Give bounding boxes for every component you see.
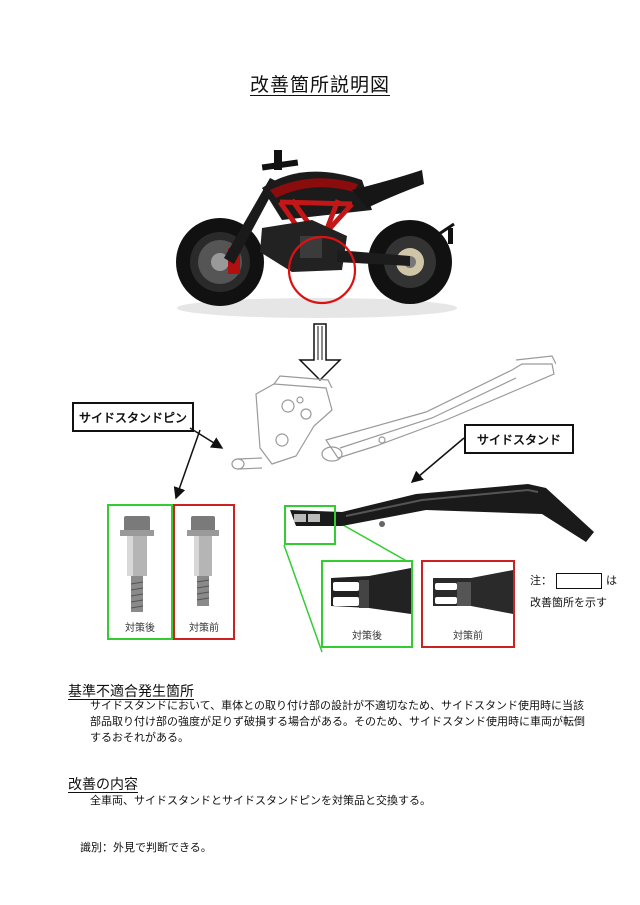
side-stand-photo: [290, 484, 594, 542]
stand-after-panel: 対策後: [321, 560, 413, 648]
motorcycle-image: [162, 140, 467, 322]
pin-after-panel: 対策後: [107, 504, 173, 640]
page-title: 改善箇所説明図: [249, 74, 390, 96]
stand-assembly-drawing: [231, 355, 556, 470]
callout-side-stand-pin: サイドスタンドピン: [72, 402, 194, 432]
stand-highlight-box: [284, 505, 336, 545]
stand-before-image: [433, 570, 513, 614]
note-line2: 改善箇所を示す: [530, 596, 607, 609]
section2-body: 全車両、サイドスタンドとサイドスタンドピンを対策品と交換する。: [90, 794, 431, 807]
caption-stand-after: 対策後: [352, 631, 382, 642]
pin-after-image: [120, 516, 154, 612]
note-prefix: 注：: [530, 574, 552, 587]
caption-stand-before: 対策前: [453, 631, 483, 642]
caption-before: 対策前: [189, 623, 219, 634]
caption-after: 対策後: [125, 623, 155, 634]
callout-side-stand: サイドスタンド: [464, 424, 574, 454]
section2-heading: 改善の内容: [68, 777, 138, 793]
section1-body: サイドスタンドにおいて、車体との取り付け部の設計が不適切なため、サイドスタンド使…: [90, 699, 585, 744]
stand-before-panel: 対策前: [421, 560, 515, 648]
pin-before-image: [187, 516, 219, 606]
pin-before-panel: 対策前: [173, 504, 235, 640]
note: 注： は 改善箇所を示す: [530, 570, 617, 614]
note-sample-box: [556, 573, 602, 589]
stand-after-image: [331, 568, 411, 614]
identification-note: 識別：外見で判断できる。: [80, 841, 212, 854]
section1-heading: 基準不適合発生箇所: [68, 684, 194, 700]
down-arrow-icon: [298, 323, 342, 382]
note-suffix: は: [606, 574, 617, 587]
